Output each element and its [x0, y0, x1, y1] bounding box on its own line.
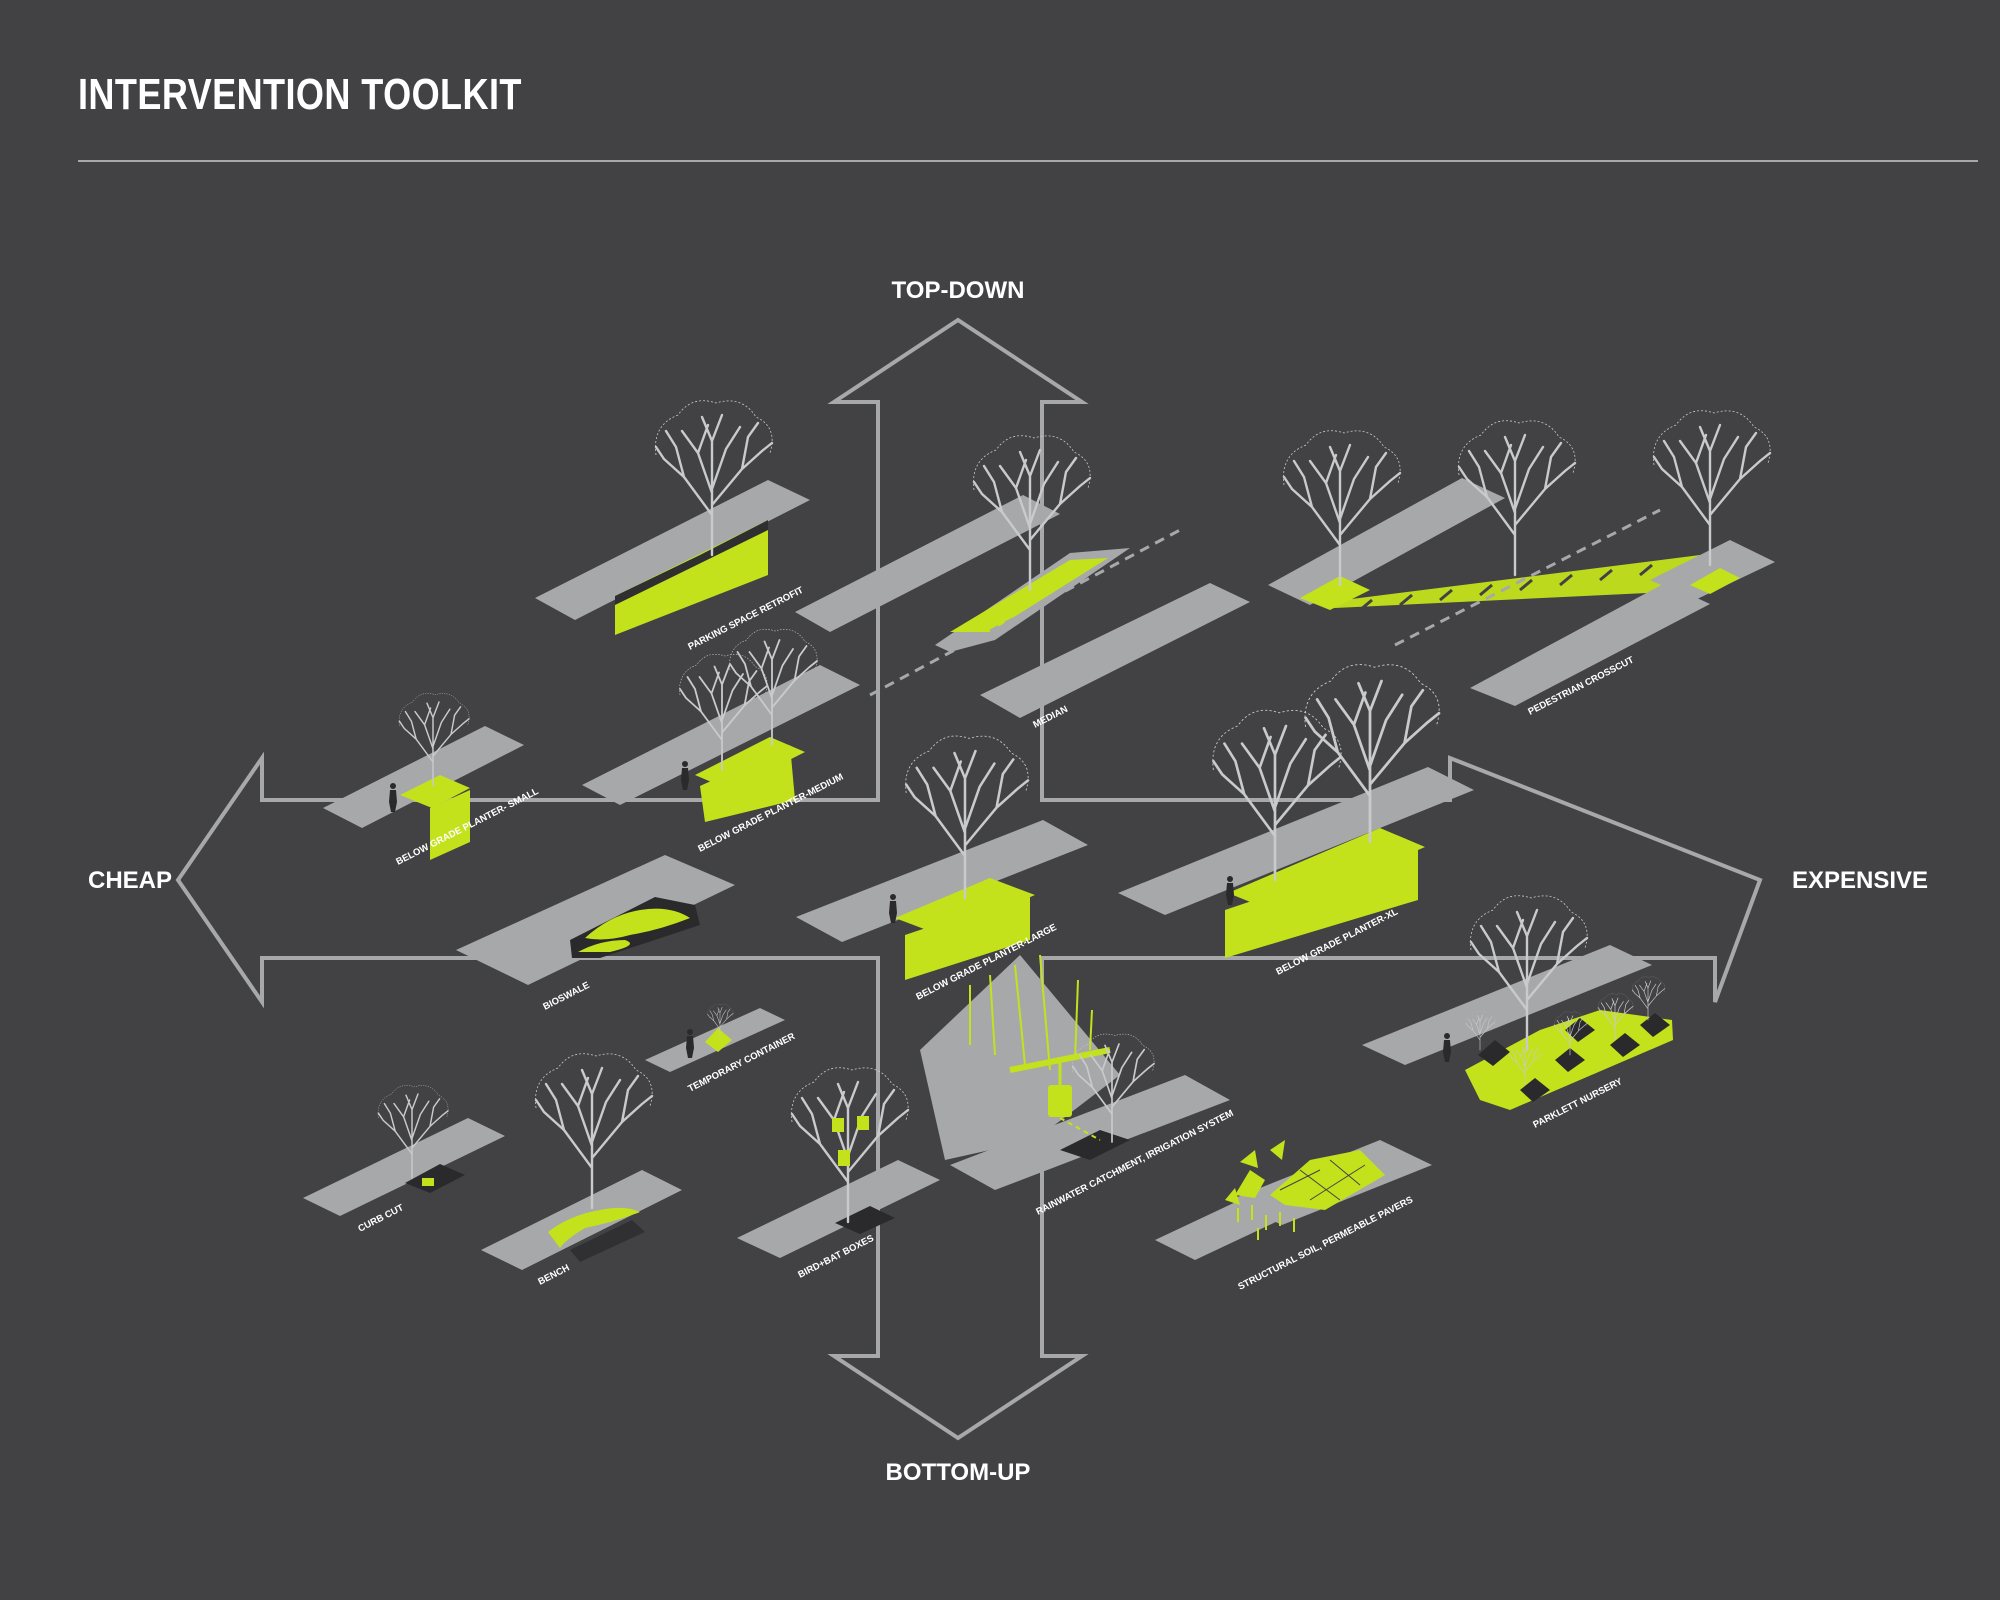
curb-cut-label: CURB CUT	[356, 1202, 405, 1234]
bench-label: BENCH	[536, 1262, 571, 1287]
bioswale: BIOSWALE	[456, 855, 735, 1013]
rainwater-catchment: RAINWATER CATCHMENT, IRRIGATION SYSTEM	[920, 954, 1236, 1218]
parklett-nursery: PARKLETT NURSERY	[1362, 894, 1673, 1131]
parking-space-retrofit: PARKING SPACE RETROFIT	[535, 399, 810, 653]
structural-soil: STRUCTURAL SOIL, PERMEABLE PAVERS	[1155, 1140, 1432, 1293]
pedestrian-crosscut: PEDESTRIAN CROSSCUT	[1268, 409, 1775, 718]
axis-label-right: EXPENSIVE	[1792, 867, 1928, 894]
below-grade-planter-xl: BELOW GRADE PLANTER-XL	[1118, 663, 1474, 978]
temporary-container: TEMPORARY CONTAINER	[645, 1003, 797, 1095]
axis-arrows	[175, 317, 1763, 1441]
below-grade-planter-small: BELOW GRADE PLANTER- SMALL	[323, 692, 541, 868]
axis-label-left: CHEAP	[88, 867, 172, 894]
below-grade-planter-medium: BELOW GRADE PLANTER-MEDIUM	[582, 628, 860, 855]
bench: BENCH	[481, 1052, 682, 1288]
median: MEDIAN	[795, 434, 1250, 731]
bioswale-label: BIOSWALE	[541, 980, 591, 1013]
page-title: INTERVENTION TOOLKIT	[78, 70, 522, 119]
curb-cut: CURB CUT	[303, 1084, 505, 1235]
axis-label-bottom: BOTTOM-UP	[886, 1459, 1031, 1486]
axis-label-top: TOP-DOWN	[892, 277, 1025, 304]
bird-bat-boxes: BIRD+BAT BOXES	[737, 1066, 940, 1281]
title-divider	[78, 160, 1978, 162]
